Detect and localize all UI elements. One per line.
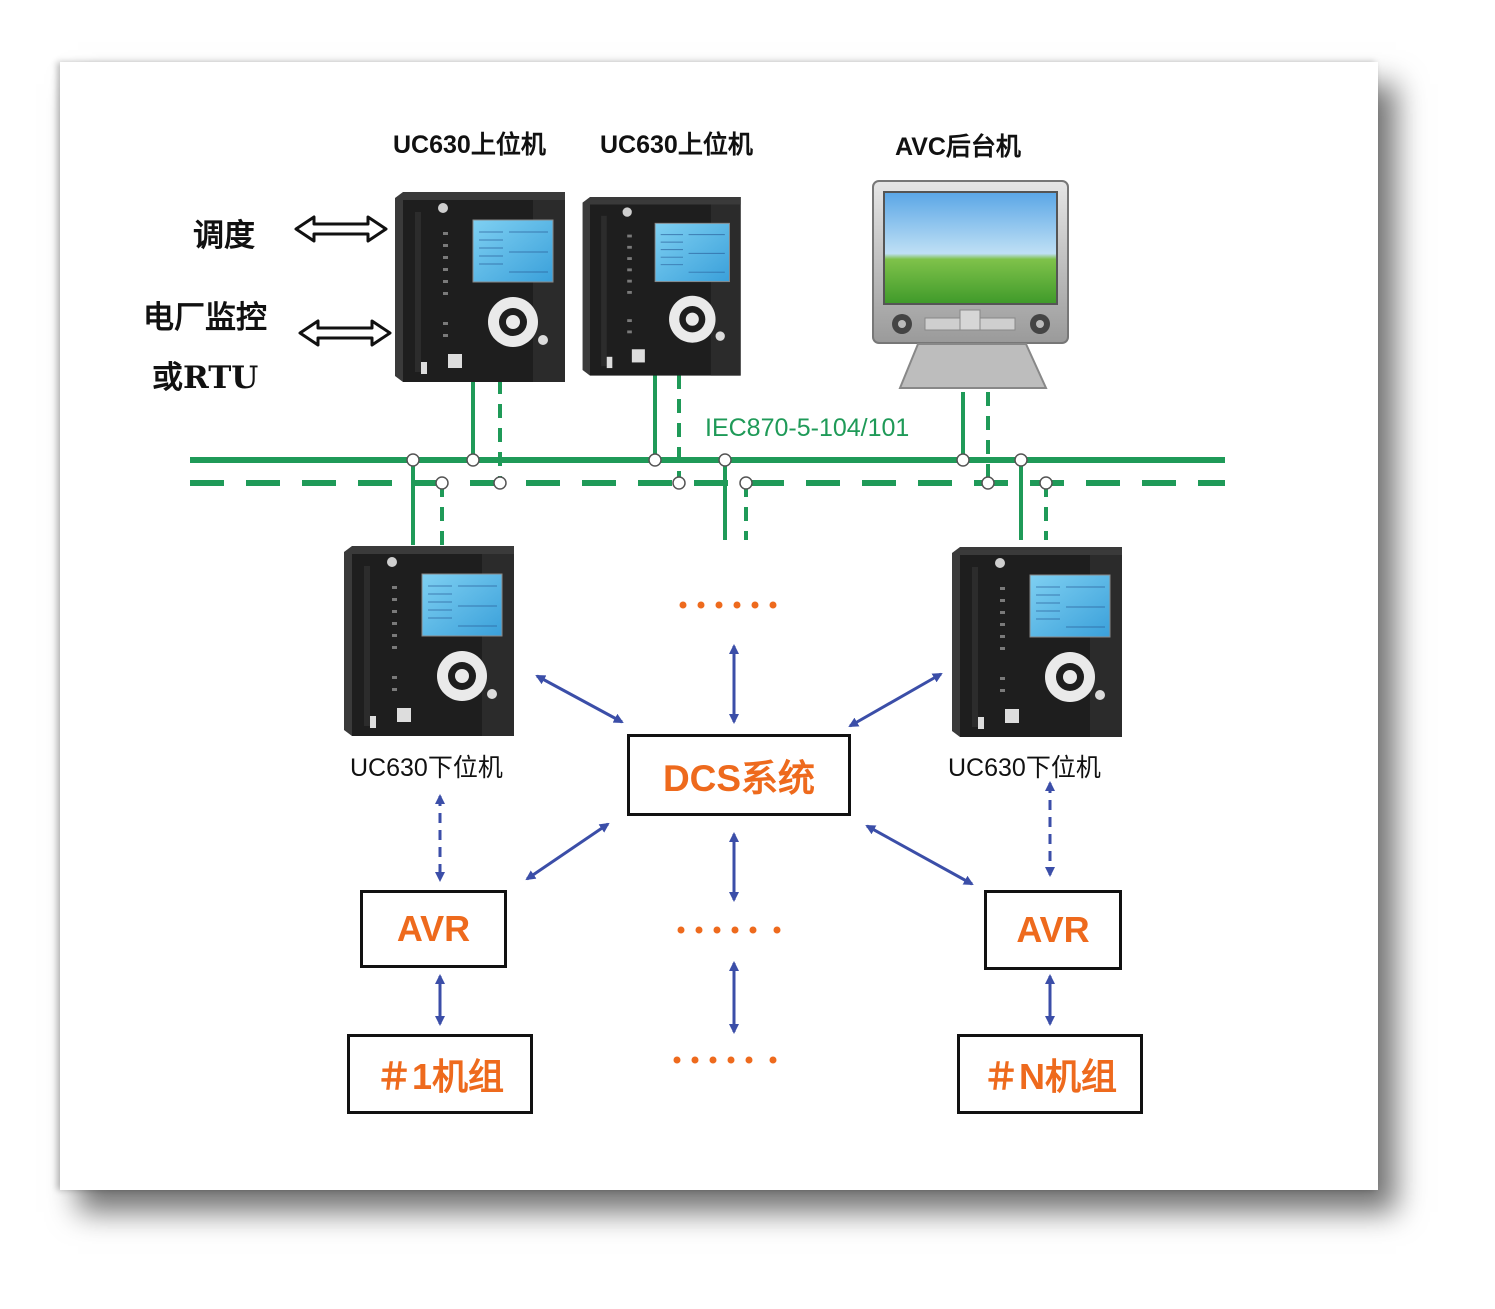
avr-left-box: AVR (360, 890, 507, 968)
bus-junctions (406, 453, 1053, 490)
upper-unit-1-label: UC630上位机 (393, 131, 546, 159)
dispatch-label: 调度 (193, 218, 255, 254)
double-arrow-icon (294, 215, 388, 243)
generator-n-box: ＃N机组 (957, 1034, 1143, 1114)
lower-unit-right-label: UC630下位机 (948, 754, 1101, 782)
upper-unit-2-label: UC630上位机 (600, 131, 753, 159)
connection-arrows (435, 644, 1055, 1034)
controller-device-icon (582, 196, 742, 377)
double-arrow-icon (298, 319, 392, 347)
plant-monitor-label: 电厂监控 (143, 300, 267, 336)
rtu-label: 或RTU (152, 360, 259, 396)
avr-right-box: AVR (984, 890, 1122, 970)
monitor-icon (872, 180, 1069, 389)
avc-label: AVC后台机 (895, 133, 1021, 161)
lower-unit-left-label: UC630下位机 (350, 754, 503, 782)
generator-1-box: ＃1机组 (347, 1034, 533, 1114)
dcs-system-box: DCS系统 (627, 734, 851, 816)
controller-device-icon (343, 545, 515, 737)
ellipsis-dots (673, 601, 781, 1064)
protocol-label: IEC870-5-104/101 (705, 414, 910, 442)
controller-device-icon (394, 191, 566, 383)
controller-device-icon (951, 546, 1123, 738)
